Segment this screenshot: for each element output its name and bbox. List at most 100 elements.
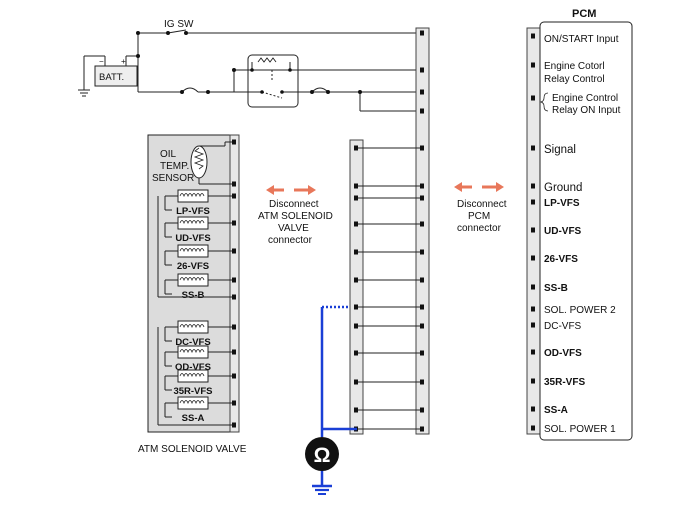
- pin: [354, 323, 358, 329]
- pin: [531, 145, 535, 151]
- valve-label: SS-A: [182, 413, 205, 424]
- pin: [420, 426, 424, 432]
- battery-plus: +: [121, 57, 126, 66]
- pin: [354, 145, 358, 151]
- pin: [420, 323, 424, 329]
- sensor-label-2: TEMP.: [160, 161, 189, 172]
- pin: [531, 199, 535, 205]
- pin: [232, 294, 236, 300]
- ohm-symbol: Ω: [314, 444, 331, 467]
- sensor-label-1: OIL: [160, 149, 177, 160]
- valve-label: OD-VFS: [175, 362, 211, 373]
- pin: [232, 324, 236, 330]
- pin: [531, 227, 535, 233]
- battery-box: [94, 65, 138, 87]
- pin: [354, 221, 358, 227]
- valve-26-vfs: 26-VFS: [164, 244, 234, 272]
- pin: [232, 349, 236, 355]
- ig-sw-label: IG SW: [164, 19, 194, 30]
- pin: [232, 193, 236, 199]
- pin: [420, 350, 424, 356]
- valve-label: 26-VFS: [177, 261, 209, 272]
- valve-label: LP-VFS: [176, 206, 210, 217]
- pcm-label-ud-vfs: UD-VFS: [544, 226, 582, 237]
- pin: [420, 89, 424, 95]
- pin: [420, 304, 424, 310]
- pin: [420, 30, 424, 36]
- pin: [531, 62, 535, 68]
- valve-ud-vfs: UD-VFS: [164, 216, 234, 244]
- ohmmeter-probe: [312, 305, 357, 495]
- ohmmeter-icon: [305, 437, 339, 471]
- pin: [354, 183, 358, 189]
- pin: [354, 304, 358, 310]
- pin: [232, 248, 236, 254]
- left-instruction-2: ATM SOLENOID: [258, 211, 333, 222]
- valve-od-vfs: OD-VFS: [164, 345, 234, 373]
- pin: [531, 406, 535, 412]
- solenoid-caption: ATM SOLENOID VALVE: [138, 444, 247, 455]
- pcm-label-ss-a: SS-A: [544, 405, 568, 416]
- pin: [232, 400, 236, 406]
- pcm-label-eng-relay-on-1: Engine Control: [552, 93, 618, 104]
- pcm-label-sol-power-1: SOL. POWER 1: [544, 424, 616, 435]
- valve-coil-icon: [177, 216, 209, 230]
- left-instruction-4: connector: [268, 235, 313, 246]
- pin: [531, 284, 535, 290]
- solenoid-valve-connector: [229, 134, 240, 433]
- pin: [531, 255, 535, 261]
- pin: [232, 220, 236, 226]
- pin: [420, 249, 424, 255]
- pin: [354, 195, 358, 201]
- pcm-brace: [539, 92, 549, 112]
- pin: [232, 139, 236, 145]
- pcm-label-35r-vfs: 35R-VFS: [544, 377, 585, 388]
- right-instruction-1: Disconnect: [457, 199, 507, 210]
- pin: [531, 378, 535, 384]
- valve-coil-icon: [177, 189, 209, 203]
- left-instruction-3: VALVE: [278, 223, 309, 234]
- pin: [420, 145, 424, 151]
- wiring-lines: [157, 147, 422, 430]
- valve-lp-vfs: LP-VFS: [164, 189, 234, 217]
- pin: [354, 407, 358, 413]
- pin: [531, 33, 535, 39]
- pcm-label-eng-ctrl-relay-2: Relay Control: [544, 74, 605, 85]
- pin: [420, 108, 424, 114]
- pin: [420, 277, 424, 283]
- pin: [420, 195, 424, 201]
- pcm-label-ss-b: SS-B: [544, 283, 568, 294]
- pin: [354, 277, 358, 283]
- pin: [531, 322, 535, 328]
- sensor-wires: [198, 141, 234, 185]
- pin: [531, 349, 535, 355]
- pcm-title: PCM: [572, 8, 596, 20]
- valve-label: 35R-VFS: [173, 386, 212, 397]
- pin: [232, 181, 236, 187]
- battery-circuit: [78, 29, 422, 112]
- right-instruction-2: PCM: [468, 211, 490, 222]
- pin: [232, 373, 236, 379]
- pin: [420, 221, 424, 227]
- right-disconnect-arrow-icon: [454, 182, 504, 192]
- pcm-label-26-vfs: 26-VFS: [544, 254, 578, 265]
- pcm-label-on-start: ON/START Input: [544, 34, 619, 45]
- pin: [420, 379, 424, 385]
- pcm-side-connector-strip: [415, 27, 430, 435]
- sensor-label-3: SENSOR: [152, 173, 194, 184]
- valve-ss-a: SS-A: [164, 396, 234, 424]
- pcm-label-sol-power-2: SOL. POWER 2: [544, 305, 616, 316]
- pcm-label-eng-ctrl-relay-1: Engine Cotorl: [544, 61, 605, 72]
- solenoid-harness-connector-strip: [349, 139, 364, 435]
- pin: [420, 407, 424, 413]
- pin: [420, 183, 424, 189]
- battery-minus: −: [99, 57, 104, 66]
- pin: [232, 277, 236, 283]
- valve-coil-icon: [177, 345, 209, 359]
- left-instruction-1: Disconnect: [269, 199, 319, 210]
- pcm-box: [539, 21, 633, 441]
- valve-label: DC-VFS: [175, 337, 210, 348]
- pin: [354, 249, 358, 255]
- pin: [531, 95, 535, 101]
